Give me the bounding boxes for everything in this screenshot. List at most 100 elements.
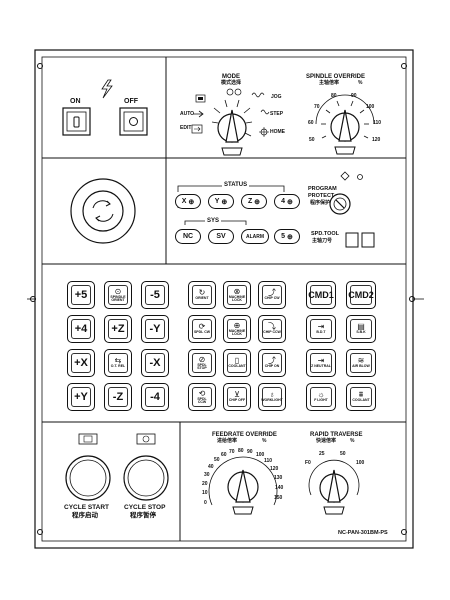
- coolant-icon: ▯: [234, 356, 240, 366]
- key-plus-y[interactable]: +Y: [67, 383, 95, 411]
- key-cmd2[interactable]: CMD2: [346, 281, 376, 309]
- orient-icon: ↻: [198, 288, 206, 298]
- spindle-cw-icon: ⟳: [198, 322, 206, 332]
- key-spindle-orient[interactable]: ⊙SPINDLE ORIENT: [104, 281, 132, 309]
- feedrate-tick: 90: [247, 449, 253, 455]
- key-unlock-icon: [340, 171, 350, 181]
- key-plus-x[interactable]: +X: [67, 349, 95, 377]
- key-machine-lock-2[interactable]: ⊕MACHINE LOCK: [223, 315, 251, 343]
- key-coolant[interactable]: ▯COOLANT: [223, 349, 251, 377]
- cycle-stop-label: CYCLE STOP: [124, 504, 166, 511]
- key-minus-z[interactable]: -Z: [104, 383, 132, 411]
- block-delete-icon: ⇥: [317, 322, 325, 332]
- emergency-stop-button[interactable]: [70, 178, 136, 244]
- key-minus-x[interactable]: -X: [141, 349, 169, 377]
- program-protect-label-1: PROGRAM: [308, 186, 337, 192]
- lock-icon: ⊕: [233, 320, 241, 330]
- feedrate-tick: 150: [274, 495, 283, 501]
- mode-label-auto: AUTO: [180, 111, 195, 117]
- key-machine-lock[interactable]: ⊗MACHINE LOCK: [223, 281, 251, 309]
- cycle-start-button[interactable]: [65, 455, 111, 501]
- feedrate-tick: 40: [208, 464, 214, 470]
- spindle-tick: 90: [351, 93, 357, 99]
- key-plus-4[interactable]: +4: [67, 315, 95, 343]
- sys-lamp-alarm: ALARM: [241, 229, 269, 244]
- key-z-neutral[interactable]: ⇥Z NEUTRAL: [306, 349, 336, 377]
- feedrate-tick: 30: [204, 472, 210, 478]
- rapid-traverse-unit: %: [350, 438, 355, 444]
- spindle-tick: 110: [373, 120, 382, 126]
- feedrate-tick: 50: [214, 457, 220, 463]
- key-minus-5[interactable]: -5: [141, 281, 169, 309]
- key-ot-release[interactable]: ⇆O.T. REL: [104, 349, 132, 377]
- step-icon: [260, 109, 270, 115]
- key-coolant-2[interactable]: ⩩COOLANT: [346, 383, 376, 411]
- key-minus-4[interactable]: -4: [141, 383, 169, 411]
- key-chip-off[interactable]: ⊻CHIP OFF: [223, 383, 251, 411]
- key-spdl-cw[interactable]: ⟳SPDL CW: [188, 315, 216, 343]
- feedrate-tick: 130: [274, 475, 283, 481]
- key-f-light[interactable]: ☼F LIGHT: [306, 383, 336, 411]
- cycle-stop-label-cn: 程序暂停: [130, 512, 156, 519]
- key-chip-ccw[interactable]: ⤵CHIP CCW: [258, 315, 286, 343]
- spd-tool-label-1: SPD.TOOL: [311, 231, 340, 237]
- chip-conveyor-icon: ⊻: [234, 390, 240, 400]
- key-chip-on[interactable]: ⤴CHIP ON: [258, 349, 286, 377]
- spd-tool-label-2: 主轴刀号: [312, 238, 333, 244]
- z-neutral-icon: ⇥: [317, 356, 325, 366]
- rapid-traverse-subtitle: 快速倍率: [316, 438, 337, 444]
- feedrate-tick: 0: [204, 500, 207, 506]
- feedrate-override-title: FEEDRATE OVERRIDE: [212, 432, 277, 438]
- spd-tool-digit-2: [361, 232, 375, 248]
- rapid-traverse-title: RAPID TRAVERSE: [310, 432, 363, 438]
- cycle-stop-button[interactable]: [123, 455, 169, 501]
- cycle-start-label-cn: 程序启动: [72, 512, 98, 519]
- spindle-tick: 80: [331, 93, 337, 99]
- coolant-icon: ⩩: [358, 390, 364, 400]
- key-spdl-ccw[interactable]: ⟲SPDL CCW: [188, 383, 216, 411]
- key-single-block[interactable]: ▤S.B.K: [346, 315, 376, 343]
- memory-icon: [195, 94, 206, 103]
- chip-conveyor-icon: ⤵: [268, 322, 276, 332]
- key-minus-y[interactable]: -Y: [141, 315, 169, 343]
- edit-icon: [191, 124, 203, 134]
- program-protect-label-3: 程序保护: [310, 200, 331, 206]
- key-chip-cw[interactable]: ⤴CHIP CW: [258, 281, 286, 309]
- status-title: STATUS: [222, 182, 250, 188]
- key-spdl-stop[interactable]: ⊘SPDL STOP: [188, 349, 216, 377]
- rapid-tick: 25: [319, 451, 325, 457]
- power-off-button[interactable]: [119, 107, 148, 136]
- key-cmd1[interactable]: CMD1: [306, 281, 336, 309]
- key-plus-5[interactable]: +5: [67, 281, 95, 309]
- mode-label-jog: JOG: [271, 94, 282, 100]
- feedrate-tick: 60: [221, 452, 227, 458]
- spindle-override-title: SPINDLE OVERRIDE: [306, 74, 366, 80]
- power-lightning-icon: [101, 79, 113, 99]
- cycle-stop-lamp: [136, 433, 156, 445]
- feedrate-tick: 70: [229, 449, 235, 455]
- feedrate-tick: 80: [238, 448, 244, 454]
- key-worklight[interactable]: ♁WORKLIGHT: [258, 383, 286, 411]
- mdi-icon: [226, 88, 234, 96]
- status-lamp-y: Y ⊕: [208, 194, 234, 209]
- overtravel-icon: ⇆: [114, 356, 122, 366]
- sys-lamp-nc: NC: [175, 229, 201, 244]
- mode-title: MODE: [222, 74, 240, 80]
- feedrate-tick: 10: [202, 490, 208, 496]
- program-protect-keyswitch[interactable]: [329, 193, 351, 215]
- key-orient[interactable]: ↻ORIENT: [188, 281, 216, 309]
- orient-icon: ⊙: [114, 286, 122, 296]
- key-plus-z[interactable]: +Z: [104, 315, 132, 343]
- mode-label-home: HOME: [270, 129, 285, 135]
- key-block-delete[interactable]: ⇥B.D.T: [306, 315, 336, 343]
- status-lamp-z: Z ⊕: [241, 194, 267, 209]
- spindle-tick: 70: [314, 104, 320, 110]
- power-on-button[interactable]: [62, 107, 91, 136]
- key-air-blow[interactable]: ≋AIR BLOW: [346, 349, 376, 377]
- power-on-label: ON: [70, 98, 81, 105]
- key-lock-icon: [357, 174, 363, 180]
- sys-title: SYS: [205, 218, 222, 224]
- mode-label-step: STEP: [270, 111, 284, 117]
- single-block-icon: ▤: [357, 322, 365, 332]
